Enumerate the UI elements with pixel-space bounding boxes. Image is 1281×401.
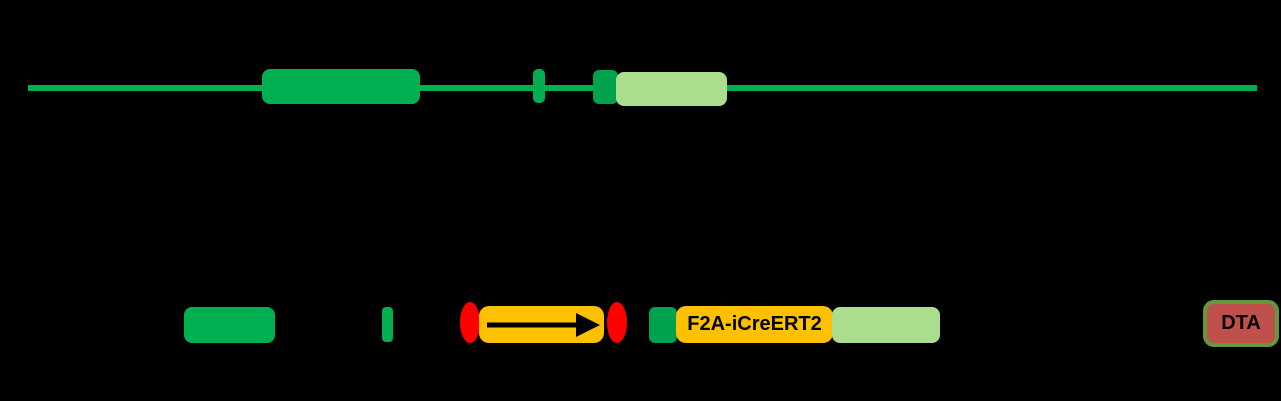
- selection-cassette-box: [479, 306, 604, 343]
- vector-exon-box-large: [184, 307, 275, 343]
- cre-cassette-box: F2A-iCreERT2: [676, 306, 833, 343]
- vector-exon-tick: [382, 307, 393, 342]
- top-exon-box-large: [262, 69, 420, 104]
- top-exon-box-light-utr: [616, 72, 727, 106]
- dta-cassette-box: DTA: [1203, 300, 1279, 347]
- promoter-arrow-icon: [487, 313, 600, 337]
- cre-cassette-label: F2A-iCreERT2: [687, 313, 822, 335]
- vector-exon-box-small-dark: [649, 307, 677, 343]
- dta-cassette-label: DTA: [1221, 312, 1261, 334]
- vector-exon-box-light-utr: [832, 307, 940, 343]
- top-exon-tick: [533, 69, 545, 103]
- red-recombination-site-right-icon: [607, 302, 627, 343]
- red-recombination-site-left-icon: [460, 302, 480, 343]
- top-exon-box-small-dark: [593, 70, 618, 104]
